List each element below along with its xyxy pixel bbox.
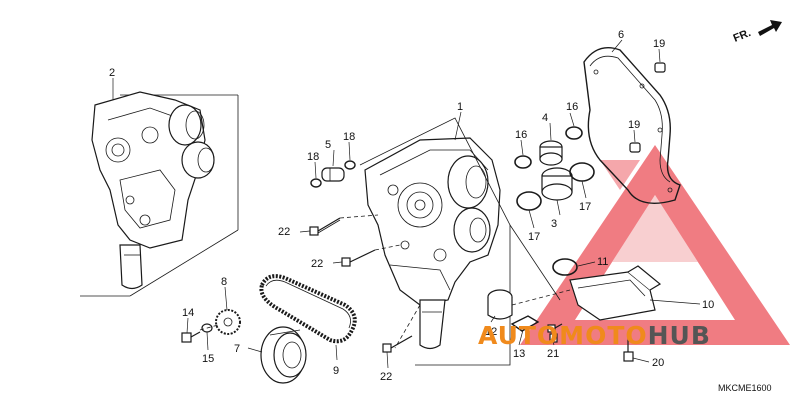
- callout-12[interactable]: 12: [485, 326, 497, 338]
- assembly-connector-lines: [199, 214, 571, 349]
- callout-10[interactable]: 10: [702, 299, 714, 311]
- watermark-wordmark: AUTOMOTOHUB: [478, 321, 711, 350]
- callout-9[interactable]: 9: [333, 365, 339, 377]
- part-1-group-frame: [359, 117, 561, 366]
- leader-lines: [112, 39, 701, 369]
- callout-14[interactable]: 14: [182, 307, 194, 319]
- svg-text:AUTOMOTOHUB: AUTOMOTOHUB: [478, 321, 711, 350]
- part-17-oring-right[interactable]: [569, 162, 595, 182]
- part-1-pump-body[interactable]: [364, 137, 501, 350]
- part-19-dowel-top[interactable]: [654, 62, 666, 73]
- part-20-bolt[interactable]: [623, 338, 634, 362]
- part-18-oring-right[interactable]: [344, 160, 356, 170]
- callout-3[interactable]: 3: [551, 218, 557, 230]
- part-22-bolt-b[interactable]: [341, 249, 376, 267]
- callout-13[interactable]: 13: [513, 348, 525, 360]
- callout-4[interactable]: 4: [542, 112, 548, 124]
- callout-22-c[interactable]: 22: [380, 371, 392, 383]
- callout-labels: 2 1 6 19 19 4 16 16 17 17 3 5 18 18 22 2…: [109, 29, 714, 383]
- part-6-gasket[interactable]: [583, 47, 681, 204]
- part-19-dowel-middle[interactable]: [629, 142, 641, 153]
- front-arrow-icon: [758, 20, 782, 36]
- callout-19-middle[interactable]: 19: [628, 119, 640, 131]
- callout-20[interactable]: 20: [652, 357, 664, 369]
- callout-21[interactable]: 21: [547, 348, 559, 360]
- part-22-bolt-a[interactable]: [309, 217, 341, 236]
- watermark-word-dark: HUB: [648, 321, 711, 350]
- part-5-collar[interactable]: [321, 167, 345, 182]
- callout-16-right[interactable]: 16: [566, 101, 578, 113]
- part-17-oring-left[interactable]: [516, 191, 542, 211]
- callout-22-b[interactable]: 22: [311, 258, 323, 270]
- callout-16-left[interactable]: 16: [515, 129, 527, 141]
- part-9-chain[interactable]: [259, 274, 357, 344]
- part-12-joint[interactable]: [487, 289, 513, 320]
- callout-2[interactable]: 2: [109, 67, 115, 79]
- callout-18-right[interactable]: 18: [343, 131, 355, 143]
- callout-22-a[interactable]: 22: [278, 226, 290, 238]
- callout-7[interactable]: 7: [234, 343, 240, 355]
- callout-5[interactable]: 5: [325, 139, 331, 151]
- part-16-oring-left[interactable]: [514, 155, 532, 169]
- front-direction-label: FR.: [732, 27, 753, 45]
- part-18-oring-left[interactable]: [310, 178, 322, 188]
- callout-15[interactable]: 15: [202, 353, 214, 365]
- part-4-sleeve[interactable]: [539, 140, 563, 166]
- watermark-word-accent: AUTOMOTO: [478, 321, 648, 350]
- part-21-bolt[interactable]: [549, 333, 558, 343]
- part-10-cooler-pipe[interactable]: [569, 265, 662, 321]
- part-7-seal[interactable]: [260, 326, 307, 384]
- part-11-oring[interactable]: [552, 258, 578, 276]
- diagram-code: MKCME1600: [718, 383, 772, 393]
- part-14-bolt[interactable]: [181, 331, 201, 343]
- part-16-oring-right[interactable]: [565, 126, 583, 140]
- callout-19-top[interactable]: 19: [653, 38, 665, 50]
- callout-11[interactable]: 11: [597, 256, 608, 268]
- sub-assembly-box: [80, 94, 239, 297]
- callout-17-right[interactable]: 17: [579, 201, 591, 213]
- callout-8[interactable]: 8: [221, 276, 227, 288]
- part-13-gasket[interactable]: [510, 315, 540, 332]
- part-8-sprocket[interactable]: [215, 309, 241, 335]
- callout-1[interactable]: 1: [457, 101, 463, 113]
- callout-17-left[interactable]: 17: [528, 231, 540, 243]
- part-3-sleeve[interactable]: [541, 167, 573, 201]
- front-direction-indicator: FR.: [732, 20, 782, 45]
- callout-18-left[interactable]: 18: [307, 151, 319, 163]
- part-22-bolt-d[interactable]: [547, 323, 563, 333]
- callout-6[interactable]: 6: [618, 29, 624, 41]
- part-2-pump-assembly[interactable]: [91, 91, 215, 290]
